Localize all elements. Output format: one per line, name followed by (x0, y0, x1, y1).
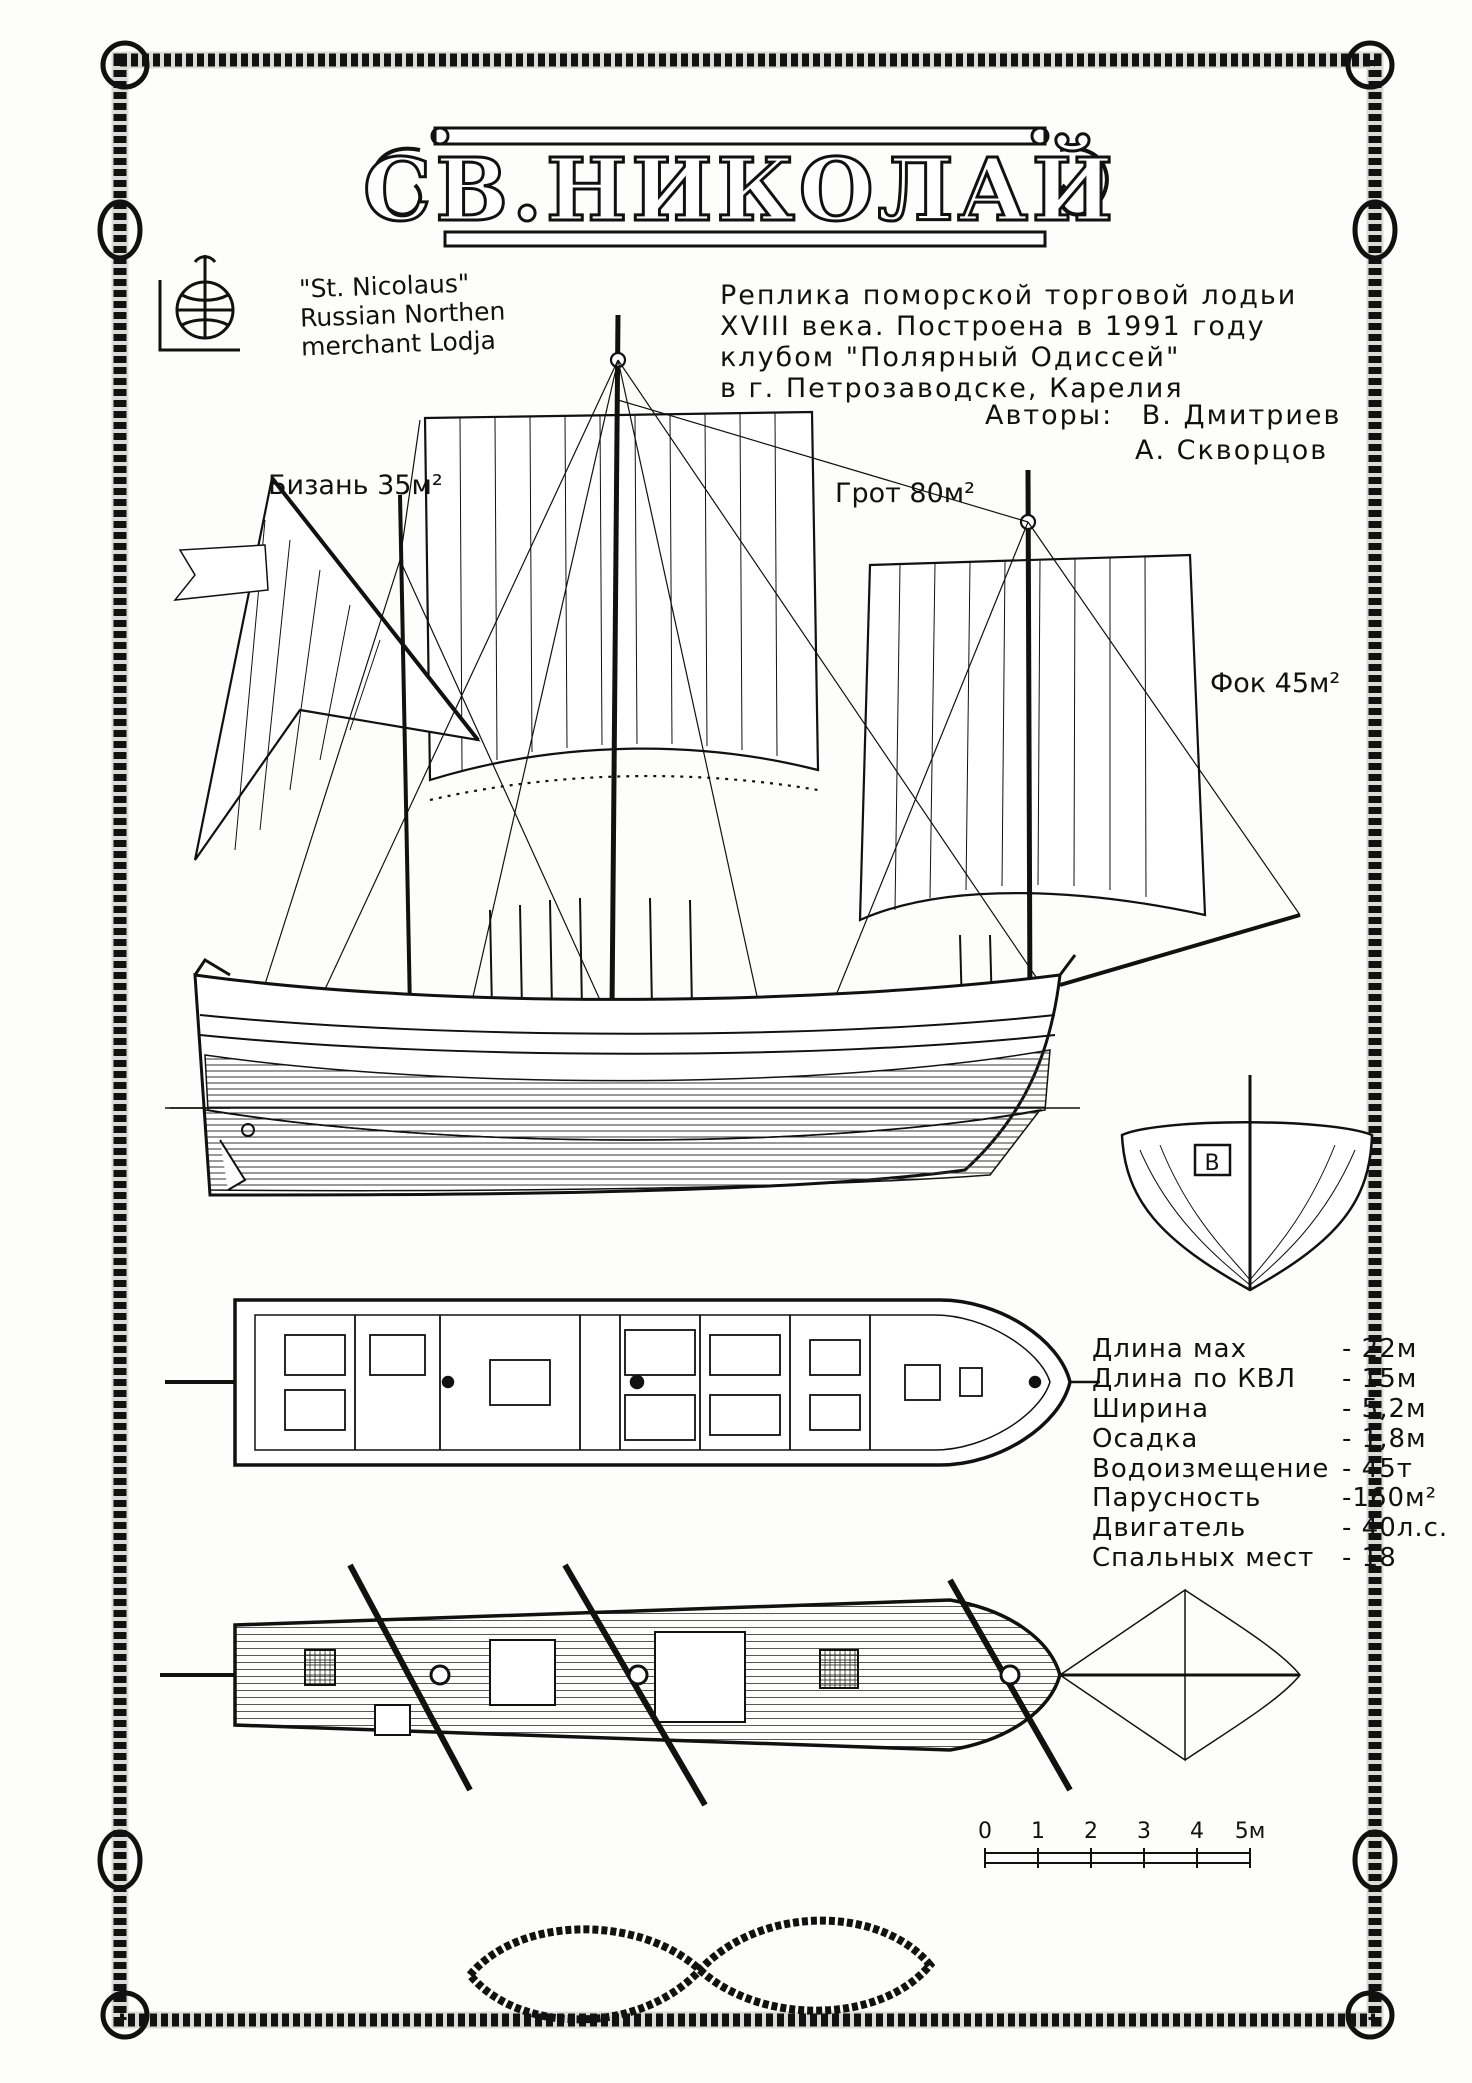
fore-sail-label: Фок 45м² (1210, 668, 1341, 699)
russian-caption-line-4: в г. Петрозаводске, Карелия (720, 373, 1184, 405)
author-2: А. Скворцов (1135, 435, 1329, 466)
deck-plan (160, 1563, 1301, 1807)
spec-row: Парусность -160м² (1092, 1484, 1448, 1514)
spec-label: Осадка (1092, 1423, 1199, 1454)
scale-tick-2: 2 (1084, 1819, 1098, 1844)
scale-tick-5: 5м (1235, 1819, 1266, 1844)
rope-frame (97, 40, 1398, 2040)
ship-title: СВ.НИКОЛАЙ (363, 134, 1117, 241)
spec-label: Парусность (1092, 1483, 1262, 1514)
russian-caption: Реплика поморской торговой лодьи XVIII в… (720, 280, 1297, 404)
english-caption: "St. Nicolaus" Russian Northen merchant … (299, 268, 507, 361)
spec-value: - 1,8м (1342, 1423, 1427, 1454)
spec-row: Длина по КВЛ - 15м (1092, 1363, 1448, 1395)
spec-label: Ширина (1092, 1393, 1210, 1424)
transom-letter: В (1204, 1151, 1219, 1176)
scale-tick-0: 0 (978, 1819, 992, 1844)
spec-row: Длина мах - 22м (1092, 1334, 1448, 1365)
spec-value: - 18 (1342, 1543, 1397, 1574)
scale-tick-4: 4 (1190, 1819, 1204, 1844)
spec-value: - 45т (1342, 1453, 1413, 1484)
spec-value: -160м² (1342, 1483, 1438, 1514)
specifications-table: Длина мах - 22м Длина по КВЛ - 15м Ширина -… (1092, 1334, 1449, 1574)
spec-label: Длина по КВЛ (1092, 1363, 1297, 1394)
spec-label: Спальных мест (1092, 1543, 1315, 1574)
club-logo (158, 255, 240, 352)
scale-labels: 0 1 2 3 4 5м (978, 1819, 1265, 1844)
title-cartouche (371, 126, 1109, 248)
authors-label: Авторы: (985, 400, 1114, 431)
spec-label: Водоизмещение (1092, 1453, 1330, 1484)
spec-value: - 5,2м (1342, 1393, 1427, 1424)
main-sail-label: Грот 80м² (835, 478, 975, 509)
scale-bar (984, 1848, 1251, 1868)
authors-block: Авторы: В. Дмитриев (985, 400, 1341, 431)
spec-value: - 22м (1342, 1334, 1418, 1364)
hull-section-view (1120, 1075, 1374, 1292)
russian-caption-line-3: клубом "Полярный Одиссей" (720, 342, 1181, 374)
hull-side (165, 954, 1080, 1197)
russian-caption-line-2: XVIII века. Построена в 1991 году (720, 311, 1266, 343)
mizzen-sail-label: Бизань 35м² (268, 470, 443, 501)
spec-value: - 15м (1342, 1363, 1418, 1394)
spec-value: - 40л.с. (1342, 1513, 1449, 1544)
spec-row: Водоизмещение - 45т (1092, 1453, 1448, 1485)
russian-caption-line-1: Реплика поморской торговой лодьи (720, 280, 1298, 311)
interior-plan (165, 1298, 1100, 1467)
spec-row: Спальных мест - 18 (1092, 1543, 1448, 1574)
scale-tick-1: 1 (1031, 1819, 1045, 1844)
side-elevation (173, 314, 1301, 1011)
spec-label: Двигатель (1092, 1513, 1247, 1544)
spec-label: Длина мах (1092, 1334, 1247, 1364)
author-1: В. Дмитриев (1141, 400, 1342, 431)
scale-tick-3: 3 (1137, 1819, 1151, 1844)
spec-row: Осадка - 1,8м (1092, 1423, 1448, 1455)
spec-row: Двигатель - 40л.с. (1092, 1513, 1449, 1544)
spec-row: Ширина - 5,2м (1092, 1393, 1448, 1425)
